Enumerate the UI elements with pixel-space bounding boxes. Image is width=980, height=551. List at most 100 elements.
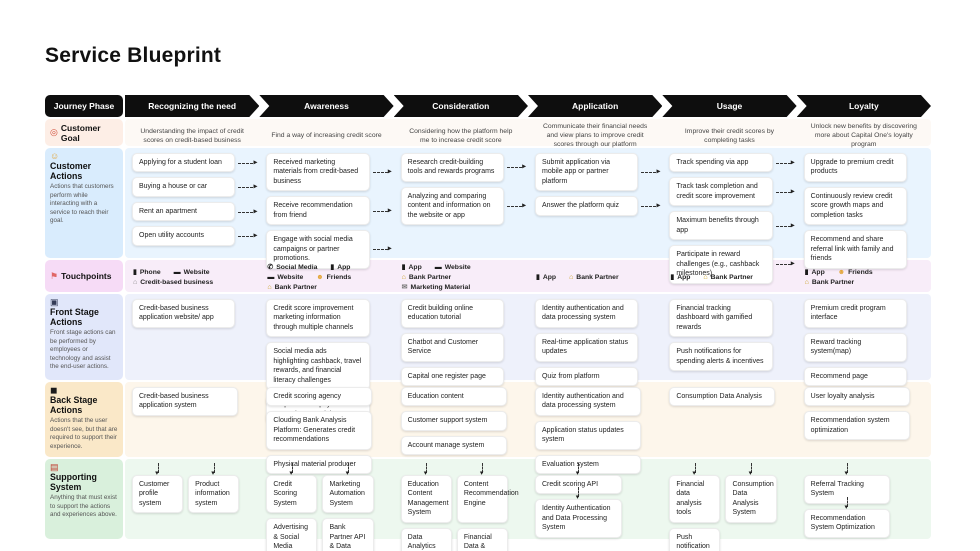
touchpoints-label: ⚑ Touchpoints bbox=[45, 260, 123, 292]
front-stage-cell: Financial tracking dashboard with gamifi… bbox=[662, 294, 796, 434]
touchpoint-label: Social Media bbox=[276, 264, 318, 271]
supporting-system-desc: Anything that must exist to support the … bbox=[50, 494, 117, 519]
action-box: Chatbot and Customer Service bbox=[400, 332, 505, 362]
touchpoint-item: ✆Social Media bbox=[267, 264, 317, 271]
touchpoint-label: Bank Partner bbox=[576, 274, 619, 281]
action-box: Credit Scoring System bbox=[266, 462, 318, 514]
app-icon: ▮ bbox=[330, 264, 335, 271]
action-box: Consumption Data Analysis bbox=[669, 387, 776, 407]
touchpoint-label: Friends bbox=[326, 274, 352, 281]
action-box: Received marketing materials from credit… bbox=[266, 153, 389, 192]
customer-actions-desc: Actions that customers perform while int… bbox=[50, 183, 114, 225]
phase-usage: Usage bbox=[662, 95, 796, 117]
touchpoint-item: ⌂Bank Partner bbox=[569, 274, 619, 281]
action-box: Push notification system bbox=[669, 527, 721, 551]
customer-goal-row: ◎ Customer Goal Understanding the impact… bbox=[45, 119, 931, 148]
touchpoint-item: ▮App bbox=[805, 269, 825, 276]
action-box: Open utility accounts bbox=[132, 226, 255, 246]
touchpoint-item: ⌂Bank Partner bbox=[267, 284, 317, 291]
friends-icon: ☻ bbox=[316, 274, 324, 281]
action-box: Participate in reward challenges (e.g., … bbox=[669, 245, 792, 284]
journey-phase-row: Journey Phase Recognizing the need Aware… bbox=[45, 95, 931, 117]
action-box: Customer support system bbox=[400, 411, 507, 431]
back-stage-title: Back Stage Actions bbox=[50, 395, 98, 415]
bank-icon: ⌂ bbox=[267, 284, 272, 291]
action-box: Evaluation system bbox=[534, 454, 641, 475]
action-box: Premium credit program interface bbox=[803, 299, 908, 328]
box-icon: ◼ bbox=[50, 385, 58, 395]
business-icon: ⌂ bbox=[133, 279, 138, 286]
action-box: Track spending via app bbox=[669, 153, 792, 173]
action-box: Capital one register page bbox=[400, 366, 505, 387]
phase-header-band: Recognizing the need Awareness Considera… bbox=[125, 95, 931, 117]
front-stage-desc: Front stage actions can be performed by … bbox=[50, 329, 116, 371]
bricks-icon: ▤ bbox=[50, 462, 59, 472]
goal-cell: Considering how the platform help me to … bbox=[409, 127, 513, 144]
action-box: Financial Data & Scoring Integration bbox=[456, 527, 508, 551]
people-icon: ☺ bbox=[50, 151, 60, 161]
touchpoint-label: Website bbox=[277, 274, 304, 281]
action-box: Answer the platform quiz bbox=[534, 196, 658, 216]
page-title: Service Blueprint bbox=[45, 44, 222, 67]
action-box: Reward tracking system(map) bbox=[803, 332, 908, 362]
customer-actions-title: Customer Actions bbox=[50, 161, 92, 181]
back-stage-cell: Identity authentication and data process… bbox=[528, 382, 662, 484]
customer-actions-cell: Received marketing materials from credit… bbox=[259, 148, 393, 294]
touchpoint-label: Credit-based business bbox=[140, 279, 214, 286]
website-icon: ▬ bbox=[173, 269, 181, 276]
touchpoint-label: Phone bbox=[139, 269, 161, 276]
supporting-system-title: Supporting System bbox=[50, 472, 97, 492]
supporting-system-cell: Referral Tracking SystemRecommendation S… bbox=[797, 459, 931, 551]
touchpoint-label: Friends bbox=[848, 269, 873, 276]
action-box: Recommend and share referral link with f… bbox=[803, 230, 908, 269]
action-box: Bank Partner API & Data Integration bbox=[322, 518, 374, 551]
action-box: Buying a house or car bbox=[132, 177, 255, 197]
touchpoint-item: ⌂Bank Partner bbox=[402, 274, 452, 281]
touchpoints-cell: ▮App ⌂Bank Partner bbox=[528, 260, 662, 295]
supporting-system-band: Customer profile systemProduct informati… bbox=[125, 459, 931, 551]
touchpoints-cell: ✆Social Media▮App▬Website☻Friends⌂Bank P… bbox=[259, 260, 393, 295]
touchpoint-label: Bank Partner bbox=[811, 279, 855, 286]
goal-cell: Find a way of increasing credit score bbox=[271, 132, 382, 140]
touchpoint-item: ▮App bbox=[536, 274, 556, 281]
action-box: Analyzing and comparing content and info… bbox=[400, 186, 523, 226]
action-box: Maximum benefits through app bbox=[669, 211, 792, 241]
action-box: Product information system bbox=[188, 462, 240, 514]
bank-icon: ⌂ bbox=[401, 274, 406, 281]
action-box: Engage with social media campaigns or pa… bbox=[266, 230, 389, 269]
phase-recognizing-the-need: Recognizing the need bbox=[125, 95, 259, 117]
touchpoint-item: ▬Website bbox=[174, 269, 210, 276]
back-stage-cell: Consumption Data Analysis bbox=[662, 382, 796, 484]
touchpoints-cell: ▮App⌂Bank Partner bbox=[662, 260, 796, 295]
action-box: Recommendation system optimization bbox=[803, 411, 910, 441]
touchpoint-item: ✉Marketing Material bbox=[402, 284, 471, 291]
touchpoint-label: App bbox=[337, 264, 351, 271]
phone-icon: ▮ bbox=[133, 269, 137, 276]
action-box: Recommend page bbox=[803, 366, 908, 387]
action-box: Clouding Bank Analysis Platform: Generat… bbox=[266, 411, 373, 450]
phase-awareness: Awareness bbox=[259, 95, 393, 117]
goal-cell: Unlock new benefits by discovering more … bbox=[810, 123, 917, 149]
customer-actions-band: Applying for a student loanBuying a hous… bbox=[125, 148, 931, 284]
pin-icon: ⚑ bbox=[50, 270, 59, 281]
action-box: Credit score improvement marketing infor… bbox=[266, 299, 370, 338]
phase-loyalty: Loyalty bbox=[797, 95, 931, 117]
touchpoints-title: Touchpoints bbox=[61, 271, 112, 281]
target-icon: ◎ bbox=[50, 127, 58, 137]
supporting-system-cell: Credit Scoring SystemMarketing Automatio… bbox=[259, 459, 393, 551]
touchpoints-row: ⚑ Touchpoints ▮Phone▬Website⌂Credit-base… bbox=[45, 260, 931, 292]
app-icon: ▮ bbox=[401, 264, 406, 271]
supporting-system-cell: Customer profile systemProduct informati… bbox=[125, 459, 259, 551]
touchpoint-item: ⌂Bank Partner bbox=[805, 279, 855, 286]
customer-goal-title: Customer Goal bbox=[60, 122, 101, 143]
action-box: Social media ads highlighting cashback, … bbox=[266, 342, 370, 391]
action-box: Content Recommendation Engine bbox=[456, 463, 519, 523]
screen-icon: ▣ bbox=[50, 297, 59, 307]
supporting-system-cell: Financial data analysis toolsConsumption… bbox=[662, 459, 796, 551]
front-stage-cell: Identity authentication and data process… bbox=[528, 294, 662, 434]
action-box: Recommendation System Optimization bbox=[803, 496, 891, 538]
